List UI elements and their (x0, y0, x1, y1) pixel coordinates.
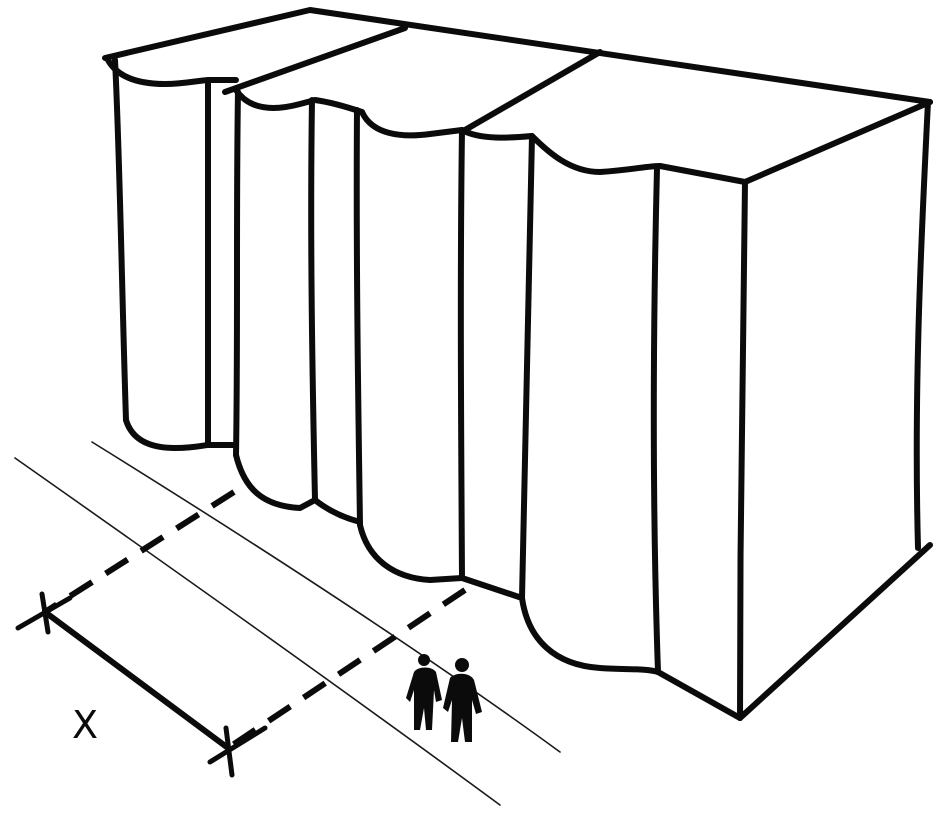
pedestrian-right (443, 658, 482, 742)
setback-projection-lines (45, 492, 465, 748)
building-base (126, 420, 930, 718)
dimension-label: X (72, 703, 98, 747)
dimension-line (18, 594, 265, 775)
building-roof (105, 10, 930, 182)
street-lines (15, 442, 560, 805)
pedestrian-figures (406, 654, 482, 742)
